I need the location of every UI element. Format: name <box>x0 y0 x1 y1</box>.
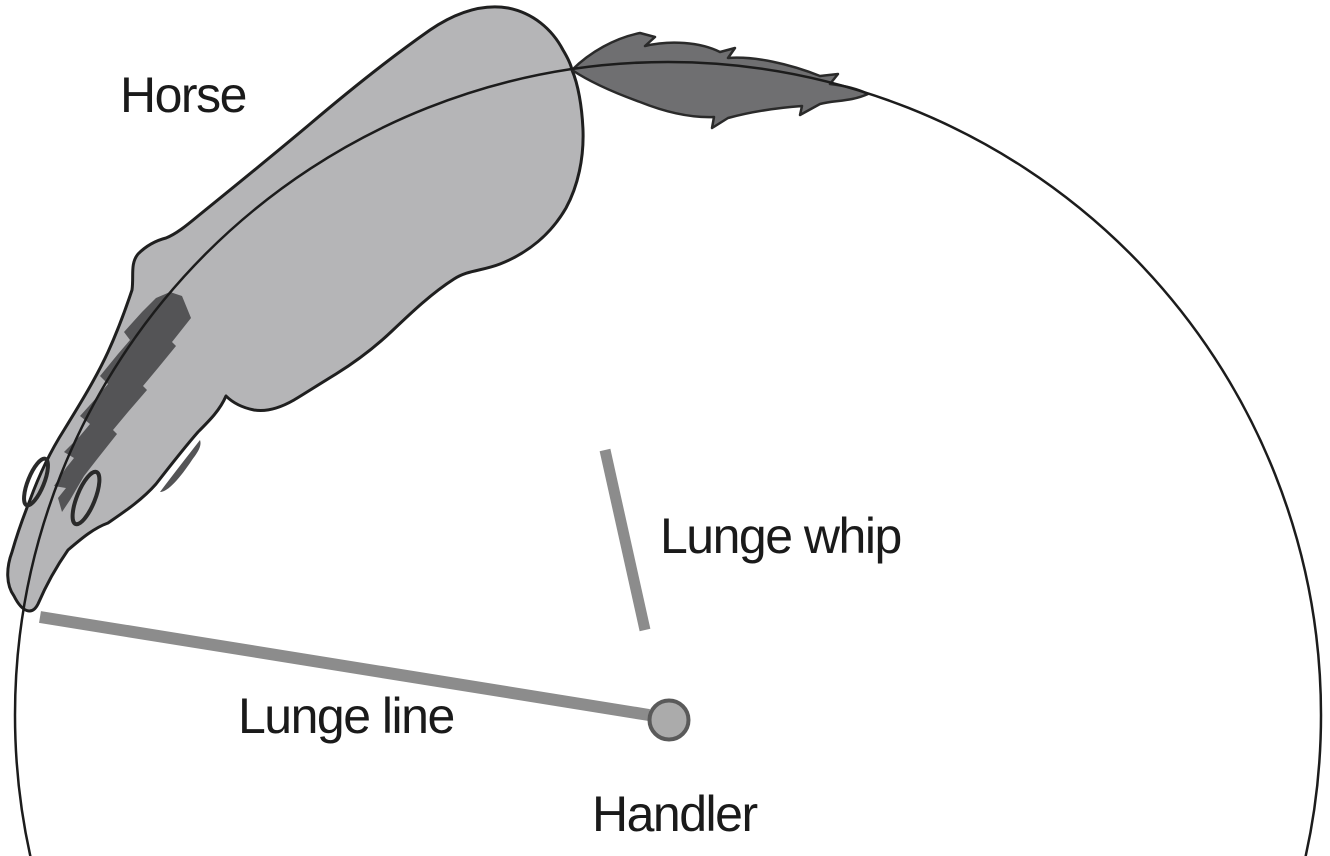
horse-ear-left-icon <box>22 456 50 508</box>
handler-dot <box>647 698 691 742</box>
horse-mane-wisp <box>160 440 201 492</box>
lunge-circle-path <box>13 60 1323 856</box>
horse-label: Horse <box>120 67 246 123</box>
lunge-line-label: Lunge line <box>238 688 454 744</box>
handler-label: Handler <box>592 786 757 842</box>
lunge-whip-label: Lunge whip <box>660 508 901 564</box>
lunge-whip <box>599 448 651 632</box>
lunge-line <box>39 611 650 721</box>
horse-body <box>6 5 585 613</box>
horse-mane <box>54 292 191 512</box>
horse-ear-right-icon <box>70 469 102 527</box>
